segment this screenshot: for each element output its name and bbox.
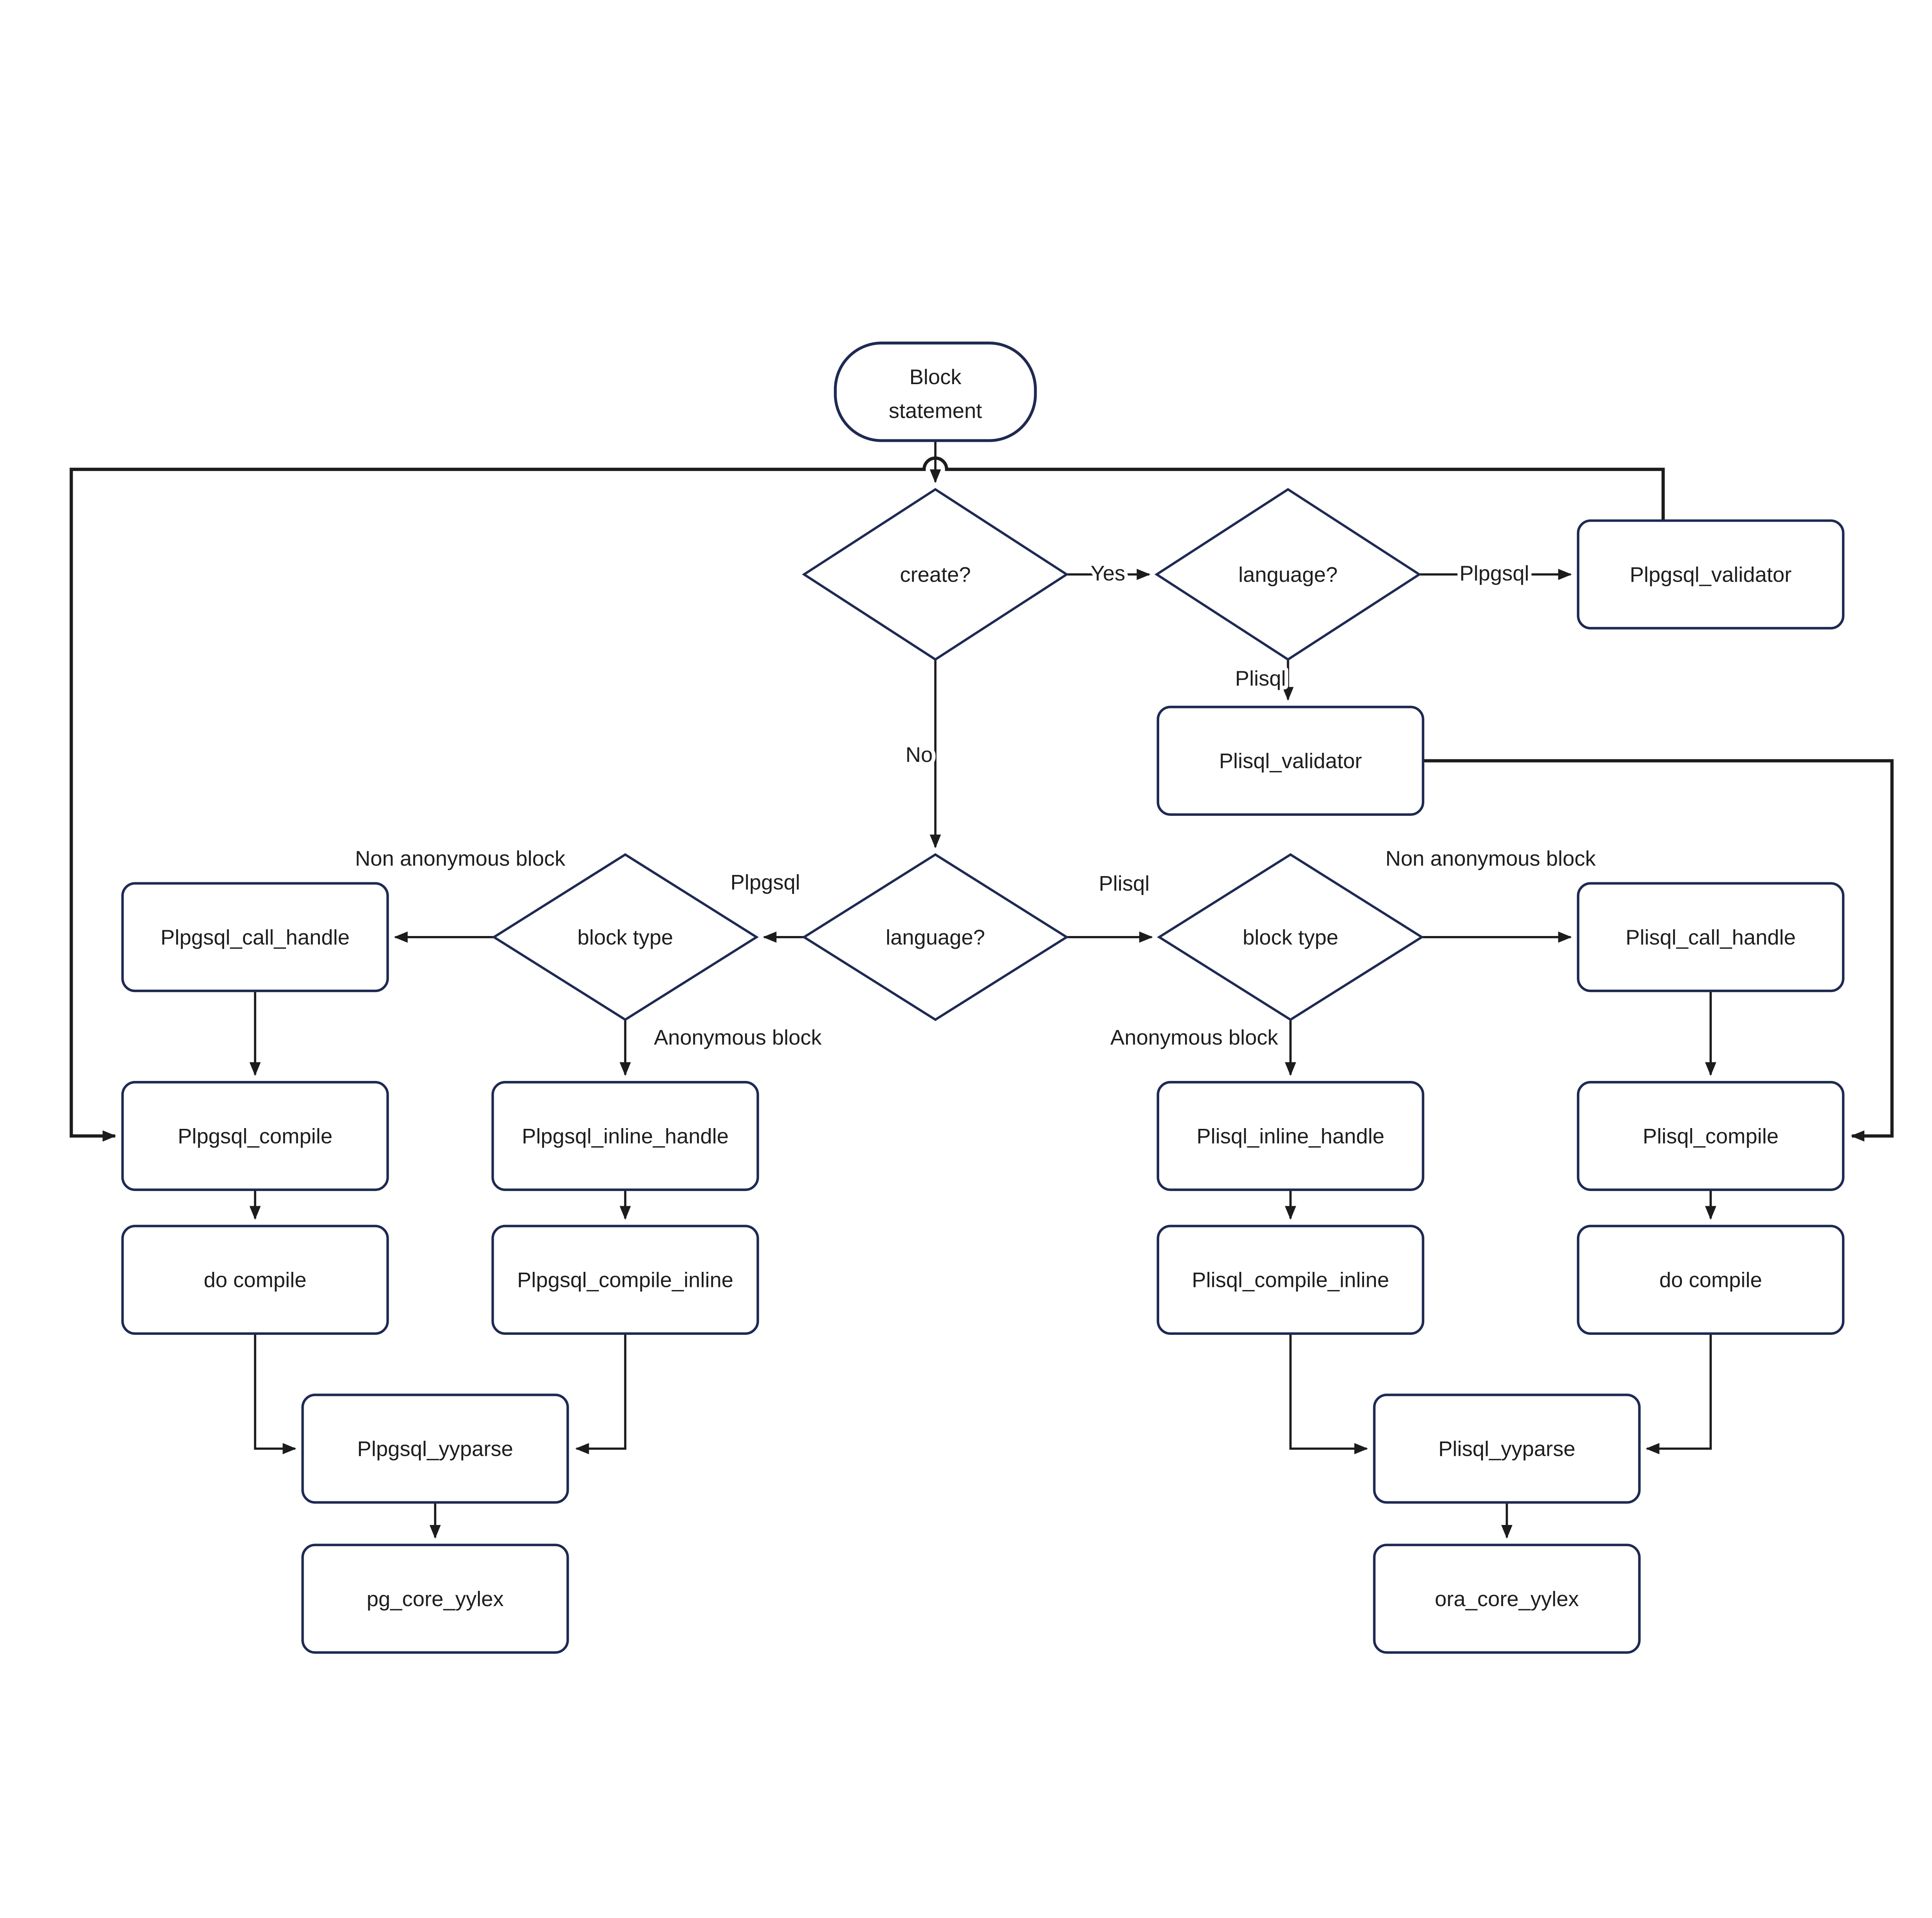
node-label-plpgsql-validator: Plpgsql_validator	[1630, 562, 1792, 586]
node-label-language-top: language?	[1238, 562, 1338, 586]
edge-plpgsql-compile-inline-yyparse	[575, 1333, 627, 1455]
edge-plpgsql-validator-to-plpgsql-compile	[70, 456, 1665, 1142]
node-language-decision-center: language?	[802, 853, 1069, 1021]
node-label-block-statement-line1: Block	[909, 365, 961, 389]
node-create-decision: create?	[802, 488, 1069, 661]
edge-label-plisql-center: Plisql	[1099, 871, 1150, 895]
node-plisql-inline-handle: Plisql_inline_handle	[1156, 1081, 1425, 1191]
edge-label-anonymous-left: Anonymous block	[654, 1025, 822, 1049]
node-plisql-compile-inline: Plisql_compile_inline	[1156, 1225, 1425, 1335]
node-ora-core-yylex: ora_core_yylex	[1373, 1544, 1641, 1654]
node-label-do-compile-right: do compile	[1659, 1268, 1762, 1292]
edge-label-non-anonymous-left: Non anonymous block	[355, 846, 566, 870]
node-pg-core-yylex: pg_core_yylex	[301, 1544, 569, 1654]
node-label-plisql-compile-inline: Plisql_compile_inline	[1192, 1268, 1389, 1292]
node-label-language-center: language?	[886, 925, 985, 949]
edge-plisql-validator-to-plisql-compile	[1423, 759, 1894, 1142]
node-plpgsql-validator: Plpgsql_validator	[1577, 519, 1845, 630]
node-label-create: create?	[900, 562, 971, 586]
node-plisql-yyparse: Plisql_yyparse	[1373, 1394, 1641, 1504]
edges	[70, 441, 1894, 1539]
node-plpgsql-compile: Plpgsql_compile	[121, 1081, 389, 1191]
node-label-plisql-yyparse: Plisql_yyparse	[1438, 1436, 1575, 1460]
nodes: Block statement create? language? Plpgsq…	[121, 341, 1845, 1654]
node-do-compile-left: do compile	[121, 1225, 389, 1335]
node-plpgsql-inline-handle: Plpgsql_inline_handle	[491, 1081, 759, 1191]
edge-labels: Yes Plpgsql Plisql No Plpgsql Plisql Non…	[351, 557, 1600, 1053]
edge-do-compile-plpgsql-yyparse	[254, 1333, 296, 1455]
edge-label-plisql-top: Plisql	[1235, 666, 1286, 690]
node-block-type-decision-right: block type	[1157, 853, 1424, 1021]
node-label-plpgsql-compile-inline: Plpgsql_compile_inline	[517, 1268, 733, 1292]
node-plisql-call-handle: Plisql_call_handle	[1577, 882, 1845, 992]
node-label-pg-core-yylex: pg_core_yylex	[367, 1587, 504, 1611]
node-language-decision-top: language?	[1154, 488, 1422, 661]
edge-label-no: No	[905, 742, 932, 766]
node-plpgsql-call-handle: Plpgsql_call_handle	[121, 882, 389, 992]
edge-label-non-anonymous-right: Non anonymous block	[1386, 846, 1596, 870]
node-label-plisql-compile: Plisql_compile	[1643, 1124, 1779, 1148]
node-do-compile-right: do compile	[1577, 1225, 1845, 1335]
node-label-plpgsql-inline-handle: Plpgsql_inline_handle	[522, 1124, 729, 1148]
node-label-block-statement-line2: statement	[889, 398, 982, 422]
edge-label-yes: Yes	[1090, 561, 1125, 585]
edge-label-plpgsql-top: Plpgsql	[1459, 561, 1529, 585]
edge-plisql-compile-inline-yyparse	[1289, 1333, 1368, 1455]
node-label-plisql-inline-handle: Plisql_inline_handle	[1197, 1124, 1384, 1148]
node-label-block-type-left: block type	[577, 925, 673, 949]
node-label-ora-core-yylex: ora_core_yylex	[1435, 1587, 1579, 1611]
node-plpgsql-compile-inline: Plpgsql_compile_inline	[491, 1225, 759, 1335]
node-block-type-decision-left: block type	[492, 853, 759, 1021]
node-label-plisql-validator: Plisql_validator	[1219, 749, 1362, 773]
node-label-do-compile-left: do compile	[204, 1268, 306, 1292]
node-label-plisql-call-handle: Plisql_call_handle	[1626, 925, 1796, 949]
edge-label-anonymous-right: Anonymous block	[1111, 1025, 1279, 1049]
node-plisql-validator: Plisql_validator	[1156, 706, 1425, 816]
node-label-block-type-right: block type	[1243, 925, 1338, 949]
edge-label-plpgsql-center: Plpgsql	[730, 870, 800, 894]
node-block-statement: Block statement	[834, 341, 1037, 442]
node-plpgsql-yyparse: Plpgsql_yyparse	[301, 1394, 569, 1504]
node-label-plpgsql-yyparse: Plpgsql_yyparse	[357, 1436, 513, 1460]
node-label-plpgsql-call-handle: Plpgsql_call_handle	[161, 925, 350, 949]
node-plisql-compile: Plisql_compile	[1577, 1081, 1845, 1191]
node-label-plpgsql-compile: Plpgsql_compile	[178, 1124, 333, 1148]
edge-do-compile-plisql-yyparse	[1645, 1333, 1712, 1455]
